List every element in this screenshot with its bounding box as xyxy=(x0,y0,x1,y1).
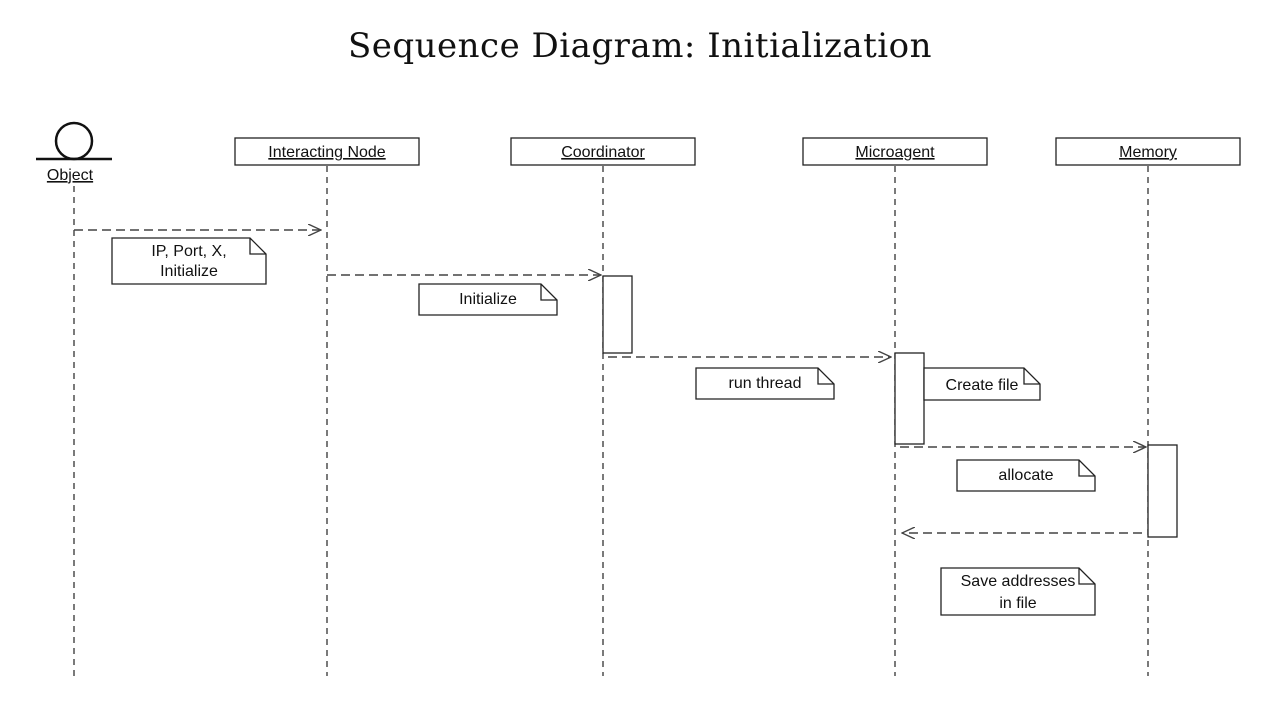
participant-coordinator: Coordinator xyxy=(510,137,696,166)
participant-label: Microagent xyxy=(855,144,935,161)
actor-head-icon xyxy=(54,121,94,161)
actor-object: Object xyxy=(36,121,112,184)
slide-title: Sequence Diagram: Initialization xyxy=(347,26,933,66)
participant-interacting-node: Interacting Node xyxy=(234,137,420,166)
participant-label: Interacting Node xyxy=(268,144,386,161)
note-run-thread: run thread xyxy=(695,367,835,400)
note-save-addresses: Save addresses in file xyxy=(940,567,1096,616)
activation-microagent xyxy=(894,352,925,445)
participant-label: Memory xyxy=(1119,144,1177,161)
activation-memory xyxy=(1147,444,1178,538)
note-text: Initialize xyxy=(459,291,517,308)
note-allocate: allocate xyxy=(956,459,1096,492)
participant-memory: Memory xyxy=(1055,137,1241,166)
note-initialize: Initialize xyxy=(418,283,558,316)
note-create-file: Create file xyxy=(923,367,1041,401)
note-text: Create file xyxy=(946,377,1019,394)
participant-label: Coordinator xyxy=(561,144,645,161)
note-text: allocate xyxy=(998,467,1053,484)
note-text-line2: Initialize xyxy=(160,263,218,280)
note-text: run thread xyxy=(729,375,802,392)
note-text-line2: in file xyxy=(999,595,1036,612)
activation-coordinator xyxy=(602,275,633,354)
participant-microagent: Microagent xyxy=(802,137,988,166)
note-text-line1: Save addresses xyxy=(961,573,1076,590)
note-ip-port: IP, Port, X, Initialize xyxy=(111,237,267,285)
note-text-line1: IP, Port, X, xyxy=(151,243,226,260)
actor-label: Object xyxy=(47,167,94,184)
